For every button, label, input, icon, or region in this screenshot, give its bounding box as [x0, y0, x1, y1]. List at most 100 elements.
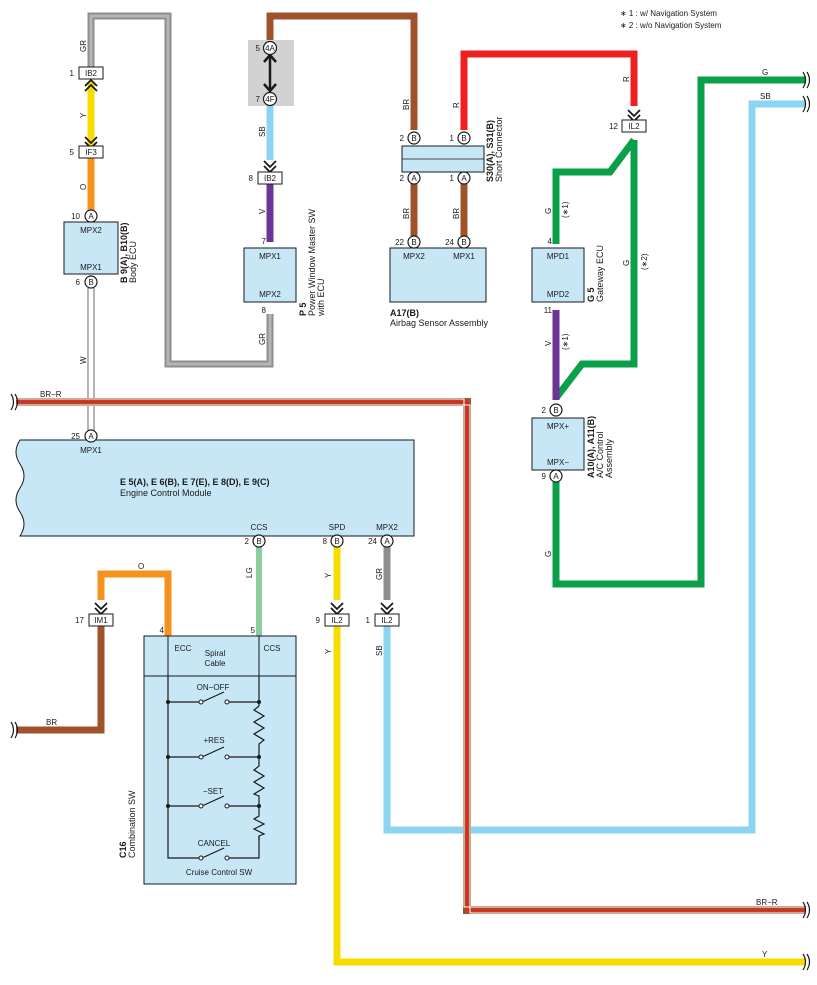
- wire-label: G: [544, 208, 553, 214]
- csw-id: C16: [118, 841, 128, 858]
- wire-label: O: [79, 184, 88, 190]
- airbag-id: A17(B): [390, 308, 419, 318]
- pin: 5: [256, 44, 261, 53]
- wire-note: (∗1): [561, 333, 570, 350]
- csw-name: Combination SW: [127, 790, 137, 858]
- legend-note-2: ∗ 2 : w/o Navigation System: [620, 21, 722, 30]
- connector-ib2-p5: IB2: [264, 174, 277, 183]
- terminal-body-b: B: [88, 278, 93, 287]
- terminal-sc-a2: A: [461, 174, 467, 183]
- pin: 8: [262, 306, 267, 315]
- terminal-sc-b1: B: [411, 134, 416, 143]
- terminal-sc-b2: B: [461, 134, 466, 143]
- wire-label: SB: [760, 92, 771, 101]
- ac-id: A10(A), A11(B): [586, 416, 596, 478]
- csw-cruise: Cruise Control SW: [186, 868, 253, 877]
- airbag-box: [389, 247, 487, 303]
- pin: 22: [395, 238, 404, 247]
- gateway-name: Gateway ECU: [595, 245, 605, 302]
- pin: 24: [368, 537, 377, 546]
- ecm-pin-ccs: CCS: [251, 523, 268, 532]
- pin: 1: [450, 134, 455, 143]
- ecm-name: Engine Control Module: [120, 488, 212, 498]
- pin: 2: [245, 537, 250, 546]
- csw-res: +RES: [203, 736, 224, 745]
- pin: 5: [70, 148, 75, 157]
- wire-note: (∗2): [640, 253, 649, 270]
- terminal-ecm-b1: B: [256, 537, 261, 546]
- csw-cable: Cable: [205, 659, 226, 668]
- ac-pin1: MPX+: [547, 422, 569, 431]
- pw-pin2: MPX2: [259, 290, 281, 299]
- terminal-ecm-a2: A: [384, 537, 390, 546]
- wire-g-gw1: [552, 137, 637, 244]
- terminal-4f: 4F: [265, 95, 274, 104]
- terminal-ab-b2: B: [461, 238, 466, 247]
- wire-label: GR: [375, 568, 384, 580]
- pw-id: P 5: [298, 303, 308, 316]
- wire-br-r-stripe3: [16, 404, 806, 914]
- wire-label: O: [138, 562, 144, 571]
- wire-sb-right: [383, 100, 806, 834]
- pw-pin1: MPX1: [259, 252, 281, 261]
- short-connector-name: Short Connector: [494, 116, 504, 182]
- wire-label: Y: [324, 572, 333, 578]
- wire-label: G: [544, 551, 553, 557]
- ecm-box: [15, 439, 415, 537]
- gateway-id: G 5: [586, 287, 596, 302]
- wire-label: Y: [79, 112, 88, 118]
- pin: 25: [71, 432, 80, 441]
- wire-gr-inner: [89, 14, 272, 366]
- wire-br-im1: [16, 626, 105, 734]
- connector-im1: IM1: [94, 616, 108, 625]
- wire-label: SB: [375, 645, 384, 656]
- ecm-pin-mpx2: MPX2: [376, 523, 398, 532]
- pw-name2: with ECU: [316, 278, 326, 317]
- short-connector-id: S30(A), S31(B): [485, 120, 495, 182]
- airbag-pin2: MPX1: [453, 252, 475, 261]
- wire-label: G: [762, 68, 768, 77]
- wire-g-right: [552, 76, 806, 588]
- legend-note-1: ∗ 1 : w/ Navigation System: [620, 9, 717, 18]
- body-ecu-name: Body ECU: [128, 241, 138, 283]
- ac-control-box: [531, 417, 585, 471]
- body-ecu-box: [63, 221, 119, 275]
- pin: 9: [316, 616, 321, 625]
- wire-label: LG: [245, 567, 254, 578]
- csw-ccs: CCS: [264, 644, 281, 653]
- pin: 11: [544, 306, 553, 315]
- combination-sw-box: [143, 635, 297, 885]
- wire-label: GR: [79, 40, 88, 52]
- pin: 10: [71, 212, 80, 221]
- terminal-ab-b1: B: [411, 238, 416, 247]
- wire-label: BR: [46, 718, 57, 727]
- wire-label: R: [622, 76, 631, 82]
- wire-r: [460, 50, 638, 130]
- csw-on-off: ON−OFF: [197, 683, 230, 692]
- power-window-box: [243, 247, 297, 303]
- wire-br-r-stripe: [16, 401, 806, 911]
- pin: 8: [323, 537, 328, 546]
- connector-il2-gw: IL2: [628, 122, 640, 131]
- wire-label: BR−R: [756, 898, 778, 907]
- pin: 9: [542, 472, 547, 481]
- body-ecu-pin2: MPX1: [80, 263, 102, 272]
- wire-gr: [87, 12, 274, 368]
- connector-if3: IF3: [85, 148, 97, 157]
- wire-label: Y: [762, 950, 768, 959]
- csw-spiral: Spiral: [205, 649, 226, 658]
- wire-label: SB: [258, 126, 267, 137]
- airbag-name: Airbag Sensor Assembly: [390, 318, 489, 328]
- terminal-ac-a: A: [553, 472, 559, 481]
- wire-br-4a: [266, 12, 418, 130]
- terminal-sc-a1: A: [411, 174, 417, 183]
- ecm-pin-spd: SPD: [329, 523, 346, 532]
- body-ecu-pin1: MPX2: [80, 226, 102, 235]
- ecm-pin-mpx1: MPX1: [80, 446, 102, 455]
- connector-il2-sb: IL2: [381, 616, 393, 625]
- csw-ecc: ECC: [175, 644, 192, 653]
- pin: 5: [251, 626, 256, 635]
- wire-label: GR: [258, 333, 267, 345]
- wire-label: V: [544, 340, 553, 346]
